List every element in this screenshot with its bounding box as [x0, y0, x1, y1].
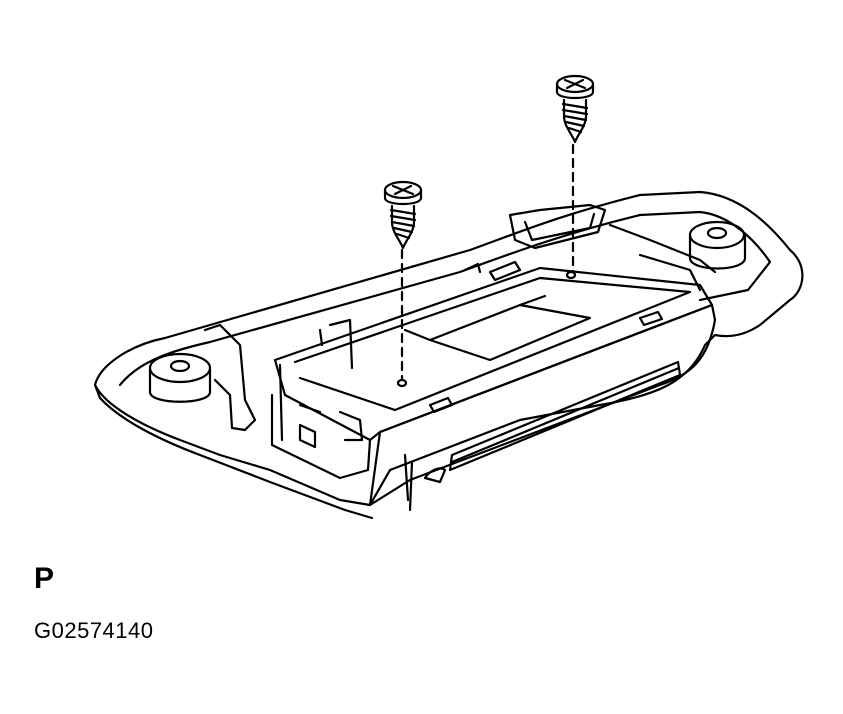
housing-right-channel: [610, 225, 715, 290]
screw-right: [557, 76, 593, 142]
exploded-view-drawing: [0, 0, 843, 560]
module-side-bracket: [272, 395, 370, 478]
module-front-lens: [450, 362, 680, 470]
console-module: [272, 262, 715, 510]
housing-front-lip: [95, 385, 372, 518]
module-top-window: [430, 305, 590, 360]
module-front-edge: [405, 455, 412, 510]
callout-label: P: [34, 562, 55, 595]
module-side-clip: [280, 320, 352, 440]
housing-outline: [95, 192, 802, 505]
module-top-tab-right: [640, 312, 662, 325]
figure-id: G02574140: [34, 618, 154, 643]
console-housing: [95, 192, 802, 518]
module-front-button: [425, 468, 445, 482]
module-top-window-bevel: [405, 296, 545, 340]
module-front-face: [370, 305, 715, 505]
screw-left: [385, 182, 421, 248]
mounting-boss-right: [690, 222, 745, 269]
module-top-inner: [295, 278, 690, 410]
module-tabs: [300, 405, 362, 440]
housing-rear-rim: [510, 205, 605, 248]
module-rear-tab: [465, 262, 520, 280]
screw-hole-right: [567, 272, 575, 278]
housing-rear-rim-inner: [525, 214, 594, 240]
module-side-slot: [300, 425, 315, 447]
module-top-tab-left: [430, 398, 452, 412]
housing-left-rim: [205, 325, 255, 430]
module-front-lens-line: [452, 368, 679, 462]
mounting-boss-left: [150, 354, 210, 402]
